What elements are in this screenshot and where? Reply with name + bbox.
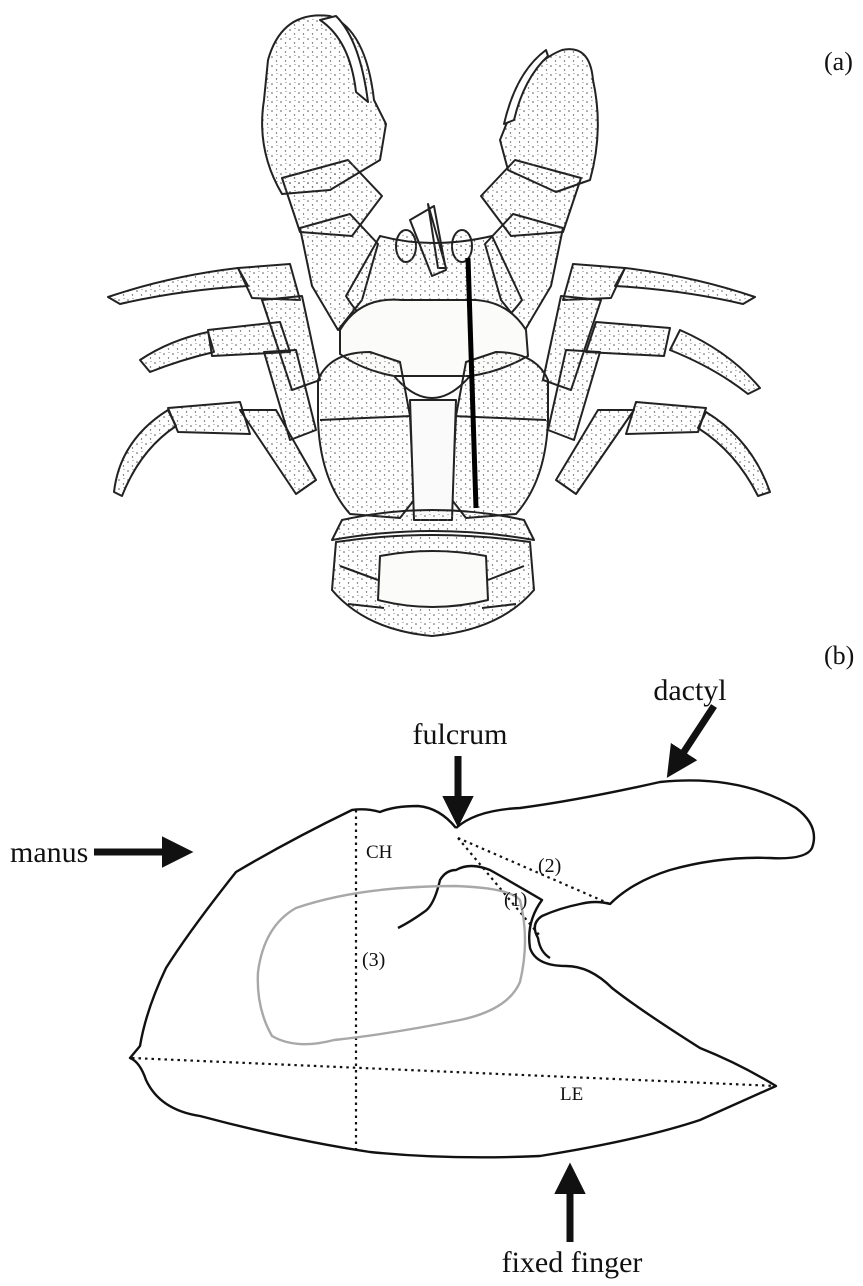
label-ch: CH — [366, 842, 393, 863]
label-fulcrum: fulcrum — [413, 718, 508, 751]
left-walking-legs — [108, 264, 320, 496]
label-fixed-finger: fixed finger — [502, 1246, 643, 1279]
chela-outline — [130, 780, 814, 1157]
panel-label-b: (b) — [824, 641, 854, 670]
label-measure-1: (1) — [504, 889, 527, 911]
dactyl-arrow — [672, 706, 714, 770]
measure-line-le — [132, 1058, 776, 1086]
label-manus: manus — [10, 836, 88, 869]
closer-muscle-outline — [258, 886, 525, 1044]
right-walking-legs — [543, 264, 770, 496]
label-le: LE — [560, 1084, 583, 1105]
abdomen — [332, 510, 534, 636]
chela-measurements — [132, 810, 776, 1150]
callout-arrows — [94, 706, 714, 1242]
crab-illustration — [108, 15, 770, 636]
label-measure-2: (2) — [538, 855, 561, 877]
carapace — [318, 300, 548, 520]
label-dactyl: dactyl — [653, 674, 726, 707]
panel-label-a: (a) — [824, 47, 853, 76]
label-measure-3: (3) — [362, 949, 385, 971]
